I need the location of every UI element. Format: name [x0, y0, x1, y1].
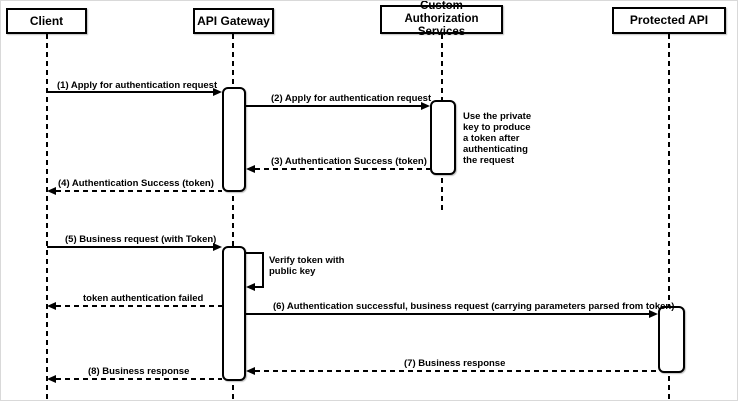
message-3-label: (3) Authentication Success (token): [271, 156, 427, 167]
message-5-line: [47, 246, 213, 248]
arrowhead-left-icon: [47, 302, 56, 310]
lifeline-protected-api: [668, 34, 670, 400]
self-message-label: Verify token with public key: [269, 255, 345, 277]
message-7-label: (7) Business response: [404, 358, 506, 369]
arrowhead-right-icon: [213, 88, 222, 96]
message-token-failed-line: [56, 305, 222, 307]
self-message-right-line: [262, 252, 264, 288]
participant-client-label: Client: [29, 13, 64, 28]
activation-protected-api: [658, 306, 685, 373]
message-1-label: (1) Apply for authentication request: [57, 80, 218, 91]
message-2-label: (2) Apply for authentication request: [271, 93, 432, 104]
arrowhead-right-icon: [421, 102, 430, 110]
participant-api-gateway-label: API Gateway: [197, 13, 270, 28]
message-6-label: (6) Authentication successful, business …: [273, 301, 675, 312]
message-1-line: [47, 91, 213, 93]
message-8-label: (8) Business response: [88, 366, 190, 377]
participant-client: Client: [6, 8, 87, 34]
activation-api-gateway-auth: [222, 87, 246, 192]
note-private-key: Use the private key to produce a token a…: [463, 111, 532, 166]
activation-custom-authorization-services: [430, 100, 456, 175]
message-4-label: (4) Authentication Success (token): [58, 178, 214, 189]
participant-protected-api: Protected API: [612, 7, 726, 34]
message-7-line: [255, 370, 658, 372]
arrowhead-left-icon: [246, 367, 255, 375]
lifeline-api-gateway: [232, 34, 234, 400]
lifeline-client: [46, 34, 48, 400]
participant-protected-api-label: Protected API: [629, 13, 709, 27]
activation-api-gateway-business: [222, 246, 246, 381]
arrowhead-left-icon: [47, 187, 56, 195]
participant-custom-authorization-services: Custom Authorization Services: [380, 1, 503, 38]
message-8-line: [56, 378, 222, 380]
self-message-bottom-line: [255, 286, 264, 288]
message-6-line: [246, 313, 649, 315]
arrowhead-left-icon: [246, 165, 255, 173]
message-4-line: [56, 190, 222, 192]
participant-custom-authorization-services-label: Custom Authorization Services: [404, 0, 479, 38]
self-message-top-line: [246, 252, 264, 254]
message-5-label: (5) Business request (with Token): [65, 234, 217, 245]
message-2-line: [246, 105, 421, 107]
arrowhead-left-icon: [246, 283, 255, 291]
arrowhead-right-icon: [649, 310, 658, 318]
arrowhead-right-icon: [213, 243, 222, 251]
message-3-line: [255, 168, 430, 170]
participant-api-gateway: API Gateway: [193, 8, 274, 34]
arrowhead-left-icon: [47, 375, 56, 383]
message-token-failed-label: token authentication failed: [83, 293, 204, 304]
